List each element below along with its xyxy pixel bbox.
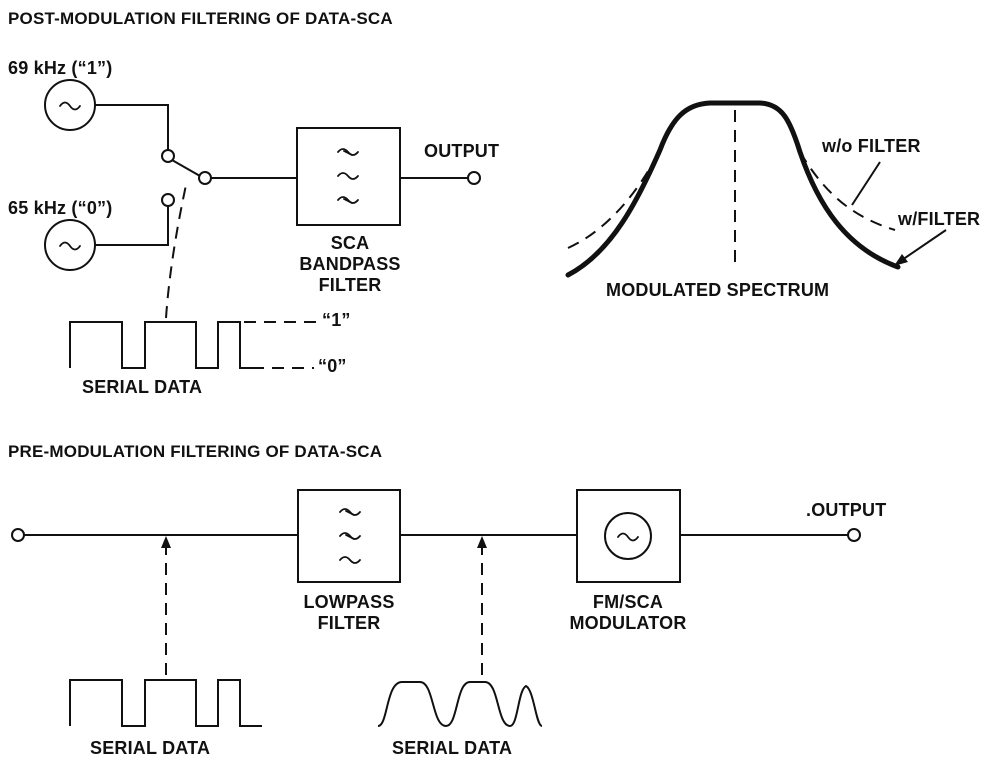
modulator-label-line1: FM/SCA — [592, 592, 664, 612]
level-one-label: “1” — [322, 310, 351, 330]
with-filter-label: w/FILTER — [898, 209, 981, 229]
sca-bandpass-filter-label: SCA BANDPASS FILTER — [298, 233, 402, 296]
sca-filter-label-line1: SCA — [330, 233, 370, 253]
pre-serial-data-label-1: SERIAL DATA — [90, 738, 211, 758]
sca-filter-label-line2: BANDPASS — [299, 254, 401, 274]
spectrum-without-filter-curve — [567, 149, 896, 249]
pre-modulation-title: PRE-MODULATION FILTERING OF DATA-SCA — [8, 442, 383, 461]
output-terminal-post — [467, 171, 481, 185]
lowpass-filter-label: LOWPASS FILTER — [290, 592, 408, 634]
post-modulation-title: POST-MODULATION FILTERING OF DATA-SCA — [8, 9, 393, 28]
oscillator-65khz-label: 65 kHz (“0”) — [8, 198, 113, 218]
modulator-label-line2: MODULATOR — [569, 613, 687, 633]
switch-control-dashed-line — [165, 184, 187, 319]
pre-serial-data-label-2: SERIAL DATA — [392, 738, 513, 758]
without-filter-label: w/o FILTER — [822, 136, 921, 156]
fm-sca-modulator-label: FM/SCA MODULATOR — [553, 592, 703, 634]
fm-sca-modulator-box — [576, 489, 681, 583]
osc1-wire — [95, 104, 169, 150]
pre-output-label: .OUTPUT — [806, 500, 887, 520]
osc2-wire — [95, 206, 169, 246]
serial-data-waveform-post — [69, 321, 252, 369]
input-terminal-pre — [11, 528, 25, 542]
switch-contact-1 — [161, 149, 175, 163]
level-zero-label: “0” — [318, 356, 347, 376]
lowpass-filter-box — [297, 489, 401, 583]
injection-arrowhead-1 — [161, 536, 171, 548]
switch-blade — [171, 159, 201, 177]
modulated-spectrum-label: MODULATED SPECTRUM — [606, 280, 830, 300]
post-output-label: OUTPUT — [424, 141, 500, 161]
serial-data-waveform-square — [69, 679, 262, 727]
serial-data-waveform-smoothed — [377, 681, 543, 728]
sca-bandpass-filter-box — [296, 127, 401, 226]
output-terminal-pre — [847, 528, 861, 542]
with-filter-arrowhead — [894, 254, 908, 266]
with-filter-pointer — [901, 229, 947, 261]
oscillator-69khz — [44, 79, 96, 131]
without-filter-pointer — [851, 161, 881, 206]
switch-contact-0 — [161, 193, 175, 207]
oscillator-69khz-label: 69 kHz (“1”) — [8, 58, 113, 78]
lowpass-filter-label-line2: FILTER — [317, 613, 381, 633]
sca-filter-label-line3: FILTER — [318, 275, 382, 295]
switch-pivot — [198, 171, 212, 185]
modulated-spectrum-plot — [565, 100, 947, 278]
lowpass-filter-label-line1: LOWPASS — [303, 592, 395, 612]
oscillator-65khz — [44, 219, 96, 271]
spectrum-with-filter-curve — [565, 100, 901, 278]
post-serial-data-label: SERIAL DATA — [82, 377, 203, 397]
injection-arrowhead-2 — [477, 536, 487, 548]
